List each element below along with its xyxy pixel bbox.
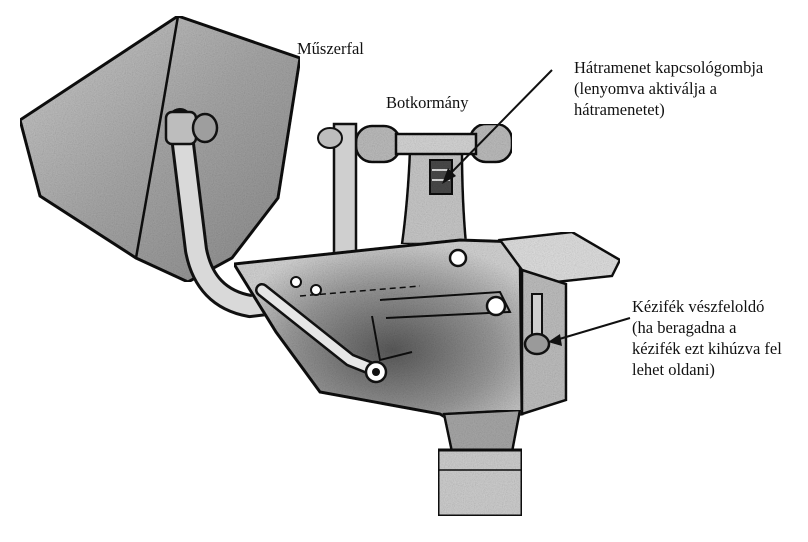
reverse-button-label: Hátramenet kapcsológombja (lenyomva akti… bbox=[574, 57, 763, 120]
bottom-bracket bbox=[436, 408, 524, 518]
brake-release-label-line: (ha beragadna a bbox=[632, 318, 737, 337]
reverse-button-label-line: hátramenetet) bbox=[574, 100, 665, 119]
handlebar-label: Botkormány bbox=[386, 93, 469, 112]
mounting-arm bbox=[164, 108, 312, 319]
main-housing bbox=[231, 230, 622, 426]
linkage-arm bbox=[255, 248, 507, 384]
side-lever bbox=[317, 122, 358, 256]
reverse-button-pointer bbox=[442, 69, 553, 184]
brake-release-pointer bbox=[548, 317, 631, 346]
brake-release-label: Kézifék vészfeloldó (ha beragadna a kézi… bbox=[632, 296, 782, 380]
brake-release-handle bbox=[523, 293, 551, 356]
brake-release-label-line: Kézifék vészfeloldó bbox=[632, 297, 765, 316]
reverse-button-label-line: Hátramenet kapcsológombja bbox=[574, 58, 764, 77]
dashboard-label: Műszerfal bbox=[297, 39, 364, 58]
dashboard-panel bbox=[18, 14, 302, 284]
reverse-button-label-line: (lenyomva aktiválja a bbox=[574, 79, 717, 98]
steering-column bbox=[354, 122, 514, 246]
brake-release-label-line: kézifék ezt kihúzva fel bbox=[632, 339, 782, 358]
brake-release-label-line: lehet oldani) bbox=[632, 360, 715, 379]
